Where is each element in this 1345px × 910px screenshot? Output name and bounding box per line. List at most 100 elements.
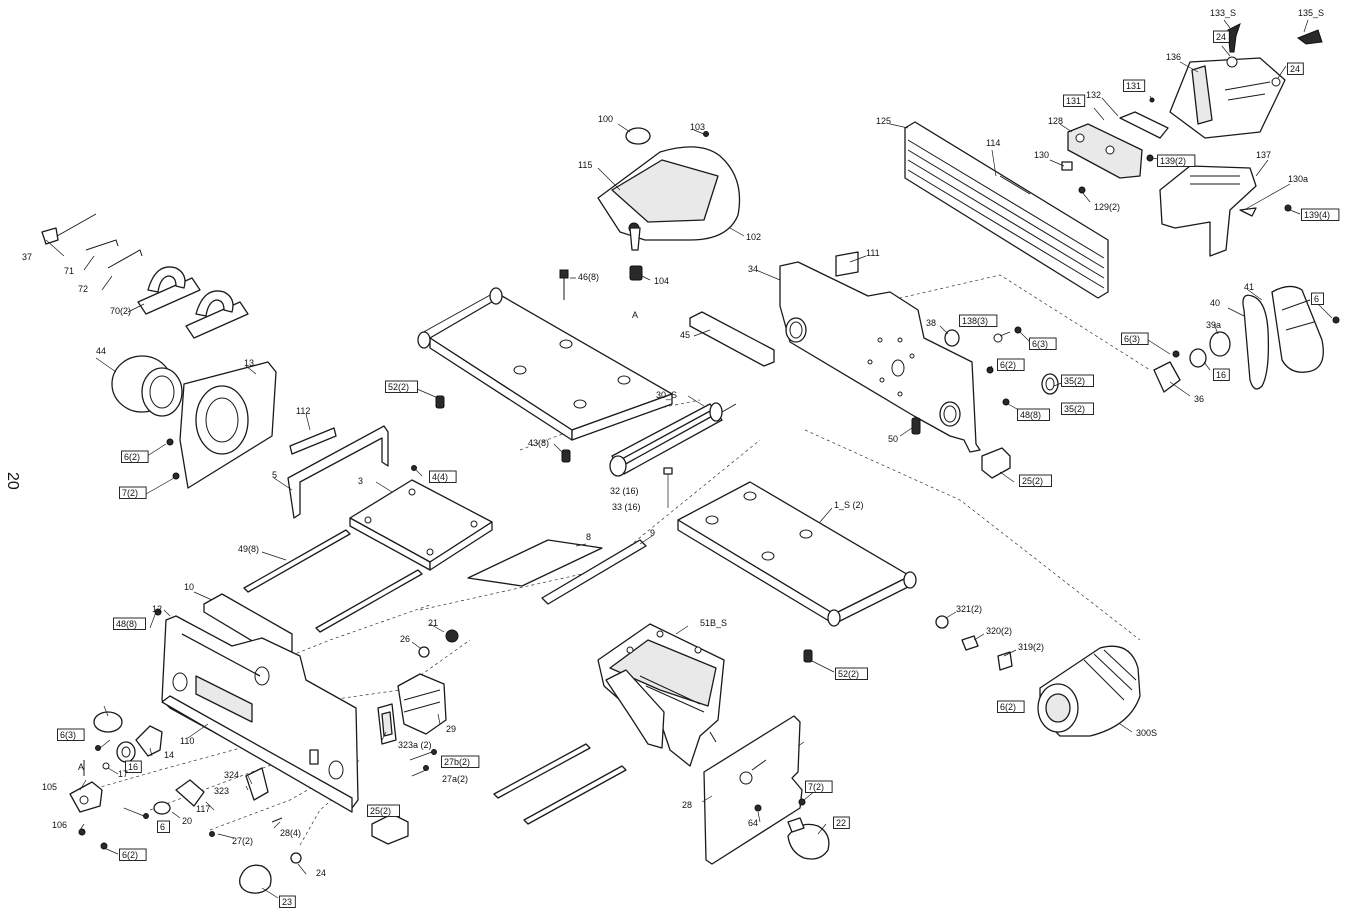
plate-3 [349,465,493,571]
callout-label: 23 [282,897,292,907]
callout-box [959,314,998,327]
callout-label: 34 [748,264,758,274]
callout-label: 321(2) [956,604,982,614]
bracket-5 [287,425,389,519]
callout-label: 132 [1086,90,1101,100]
callout-label: 70(2) [110,306,131,316]
callout-label: 17 [118,769,128,779]
callout-box [1121,332,1149,345]
callout-label: 103 [690,122,705,132]
callout-label: 16 [128,762,138,772]
callout-box [997,700,1025,713]
callout-label: 25(2) [1022,476,1043,486]
callout-label: 139(4) [1304,210,1330,220]
callout-label: 35(2) [1064,404,1085,414]
callout-label: 1_S (2) [834,500,864,510]
callout-box [835,667,868,680]
callout-label: 6 [160,822,165,832]
callout-label: 49(8) [238,544,259,554]
leader-lines [45,19,1333,899]
callout-box [1287,62,1304,75]
callout-label: 135_S [1298,8,1324,18]
callout-box [113,617,146,630]
callout-box [367,804,400,817]
callout-label: 28(4) [280,828,301,838]
callout-label: 24 [1290,64,1300,74]
callout-label: 114 [986,138,1000,148]
callout-label: 71 [64,266,74,276]
callout-label: 29 [446,724,456,734]
callout-label: 12 [152,604,162,614]
callout-label: 13 [244,358,254,368]
callout-box [1311,292,1324,305]
base-51b-s [597,623,725,767]
callout-box [1061,374,1094,387]
callout-label: 5 [272,470,277,480]
callout-label: 26 [400,634,410,644]
callout-label: 25(2) [370,806,391,816]
callout-box [1019,474,1052,487]
callout-label: 33 (16) [612,502,641,512]
callout-label: 131 [1066,96,1081,106]
callout-label: 128 [1048,116,1063,126]
callout-label: 6(3) [60,730,76,740]
callout-label: 300S [1136,728,1157,738]
callout-label: 52(2) [388,382,409,392]
callout-box [119,486,147,499]
callout-box [1213,368,1230,381]
callout-label: 48(8) [1020,410,1041,420]
callout-label: 14 [164,750,174,760]
bar-45 [689,311,775,367]
callout-label: 39a [1206,320,1221,330]
callout-box [1063,94,1086,107]
callout-label: 43(8) [528,438,549,448]
callout-label: 320(2) [986,626,1012,636]
callout-label: 40 [1210,298,1220,308]
callout-label: 111 [866,248,880,258]
callout-label: 323a (2) [398,740,432,750]
callout-label: 6 [1314,294,1319,304]
callout-label: 41 [1244,282,1254,292]
callout-label: 131 [1126,81,1141,91]
callout-label: 27b(2) [444,757,470,767]
callout-label: 130a [1288,174,1308,184]
callout-label: 115 [578,160,592,170]
callout-label: 37 [22,252,32,262]
callout-label: 125 [876,116,891,126]
callout-label: 7(2) [122,488,138,498]
callout-box [119,848,147,861]
callout-label: A [78,762,84,772]
callout-label: 24 [316,868,326,878]
callout-label: 6(2) [1000,360,1016,370]
side-plate-12 [161,615,359,813]
callout-label: 36 [1194,394,1204,404]
callout-label: 21 [428,618,438,628]
dust-port-assembly [111,355,277,489]
outfeed-table [677,481,917,663]
switch-housing-29 [377,629,459,771]
callout-label: 46(8) [578,272,599,282]
callout-label: 323 [214,786,229,796]
callout-label: 319(2) [1018,642,1044,652]
callout-label: A [632,310,638,320]
callout-label: 130 [1034,150,1049,160]
cutter-head [609,402,737,477]
callout-box [125,760,142,773]
lower-left-parts [69,608,409,894]
cover-plate-28 [703,715,830,865]
callout-label: 22 [836,818,846,828]
callout-label: 133_S [1210,8,1236,18]
callout-label: 51B_S [700,618,727,628]
callout-box [997,358,1025,371]
callout-label: 117 [196,804,210,814]
motor-300s [935,615,1141,737]
callout-label: 8 [586,532,591,542]
blade-guard-assembly [597,127,741,281]
callout-label: 72 [78,284,88,294]
callout-box [157,820,170,833]
callout-box [1301,208,1340,221]
callout-label: 137 [1256,150,1271,160]
callout-label: 102 [746,232,761,242]
